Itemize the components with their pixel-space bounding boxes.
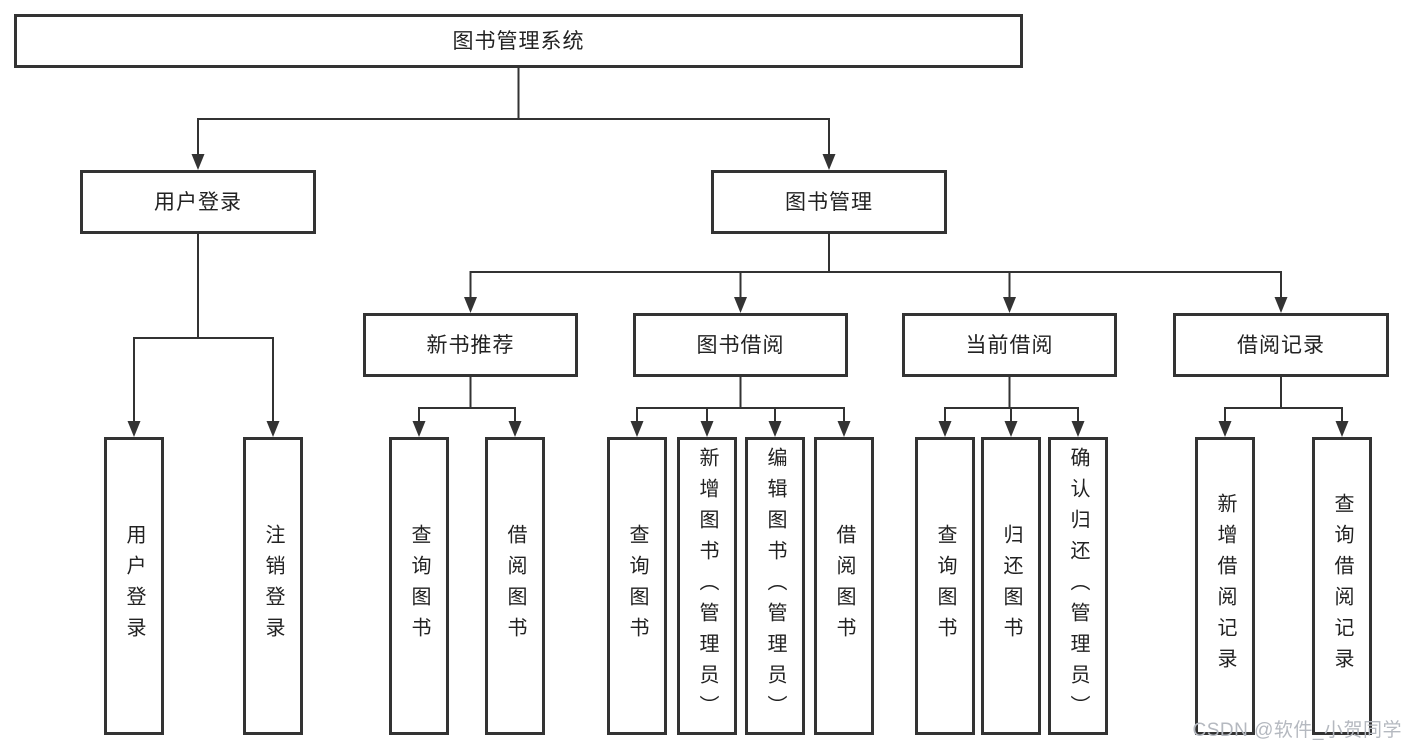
node-leaf-user-login: 用户登录 (104, 437, 164, 735)
node-leaf-br-query: 查询借阅记录 (1312, 437, 1372, 735)
node-label-leaf-rec-borrow: 借阅图书 (504, 524, 526, 648)
node-book-mgmt: 图书管理 (711, 170, 947, 234)
node-leaf-bb-borrow: 借阅图书 (814, 437, 874, 735)
csdn-watermark: CSDN @软件_小贺同学 (1192, 720, 1402, 741)
node-leaf-bb-query: 查询图书 (607, 437, 667, 735)
node-label-leaf-rec-query: 查询图书 (408, 524, 430, 648)
node-new-book-rec: 新书推荐 (363, 313, 578, 377)
node-label-leaf-bb-edit: 编辑图书（管理员） (764, 446, 786, 726)
node-label-borrow-record: 借阅记录 (1237, 333, 1325, 357)
node-user-login: 用户登录 (80, 170, 316, 234)
node-label-new-book-rec: 新书推荐 (426, 333, 515, 357)
node-label-leaf-logout: 注销登录 (262, 524, 284, 648)
node-leaf-rec-query: 查询图书 (389, 437, 449, 735)
node-leaf-logout: 注销登录 (243, 437, 303, 735)
node-label-user-login: 用户登录 (154, 190, 242, 214)
node-root: 图书管理系统 (14, 14, 1023, 68)
node-label-leaf-cb-return: 归还图书 (1000, 524, 1022, 648)
node-label-book-mgmt: 图书管理 (785, 190, 873, 214)
node-label-leaf-bb-query: 查询图书 (626, 524, 648, 648)
node-label-current-borrow: 当前借阅 (965, 333, 1054, 357)
node-label-root: 图书管理系统 (452, 29, 585, 53)
node-leaf-rec-borrow: 借阅图书 (485, 437, 545, 735)
node-borrow-record: 借阅记录 (1173, 313, 1389, 377)
node-leaf-br-add: 新增借阅记录 (1195, 437, 1255, 735)
node-label-leaf-bb-add: 新增图书（管理员） (696, 446, 718, 726)
node-book-borrow: 图书借阅 (633, 313, 848, 377)
node-current-borrow: 当前借阅 (902, 313, 1117, 377)
node-leaf-cb-confirm: 确认归还（管理员） (1048, 437, 1108, 735)
node-label-leaf-user-login: 用户登录 (123, 524, 145, 648)
node-label-leaf-cb-confirm: 确认归还（管理员） (1067, 446, 1089, 726)
node-label-book-borrow: 图书借阅 (696, 333, 785, 357)
node-label-leaf-br-add: 新增借阅记录 (1214, 493, 1236, 679)
node-leaf-bb-edit: 编辑图书（管理员） (745, 437, 805, 735)
node-leaf-cb-return: 归还图书 (981, 437, 1041, 735)
node-label-leaf-cb-query: 查询图书 (934, 524, 956, 648)
node-label-leaf-bb-borrow: 借阅图书 (833, 524, 855, 648)
node-leaf-cb-query: 查询图书 (915, 437, 975, 735)
node-leaf-bb-add: 新增图书（管理员） (677, 437, 737, 735)
node-label-leaf-br-query: 查询借阅记录 (1331, 493, 1353, 679)
